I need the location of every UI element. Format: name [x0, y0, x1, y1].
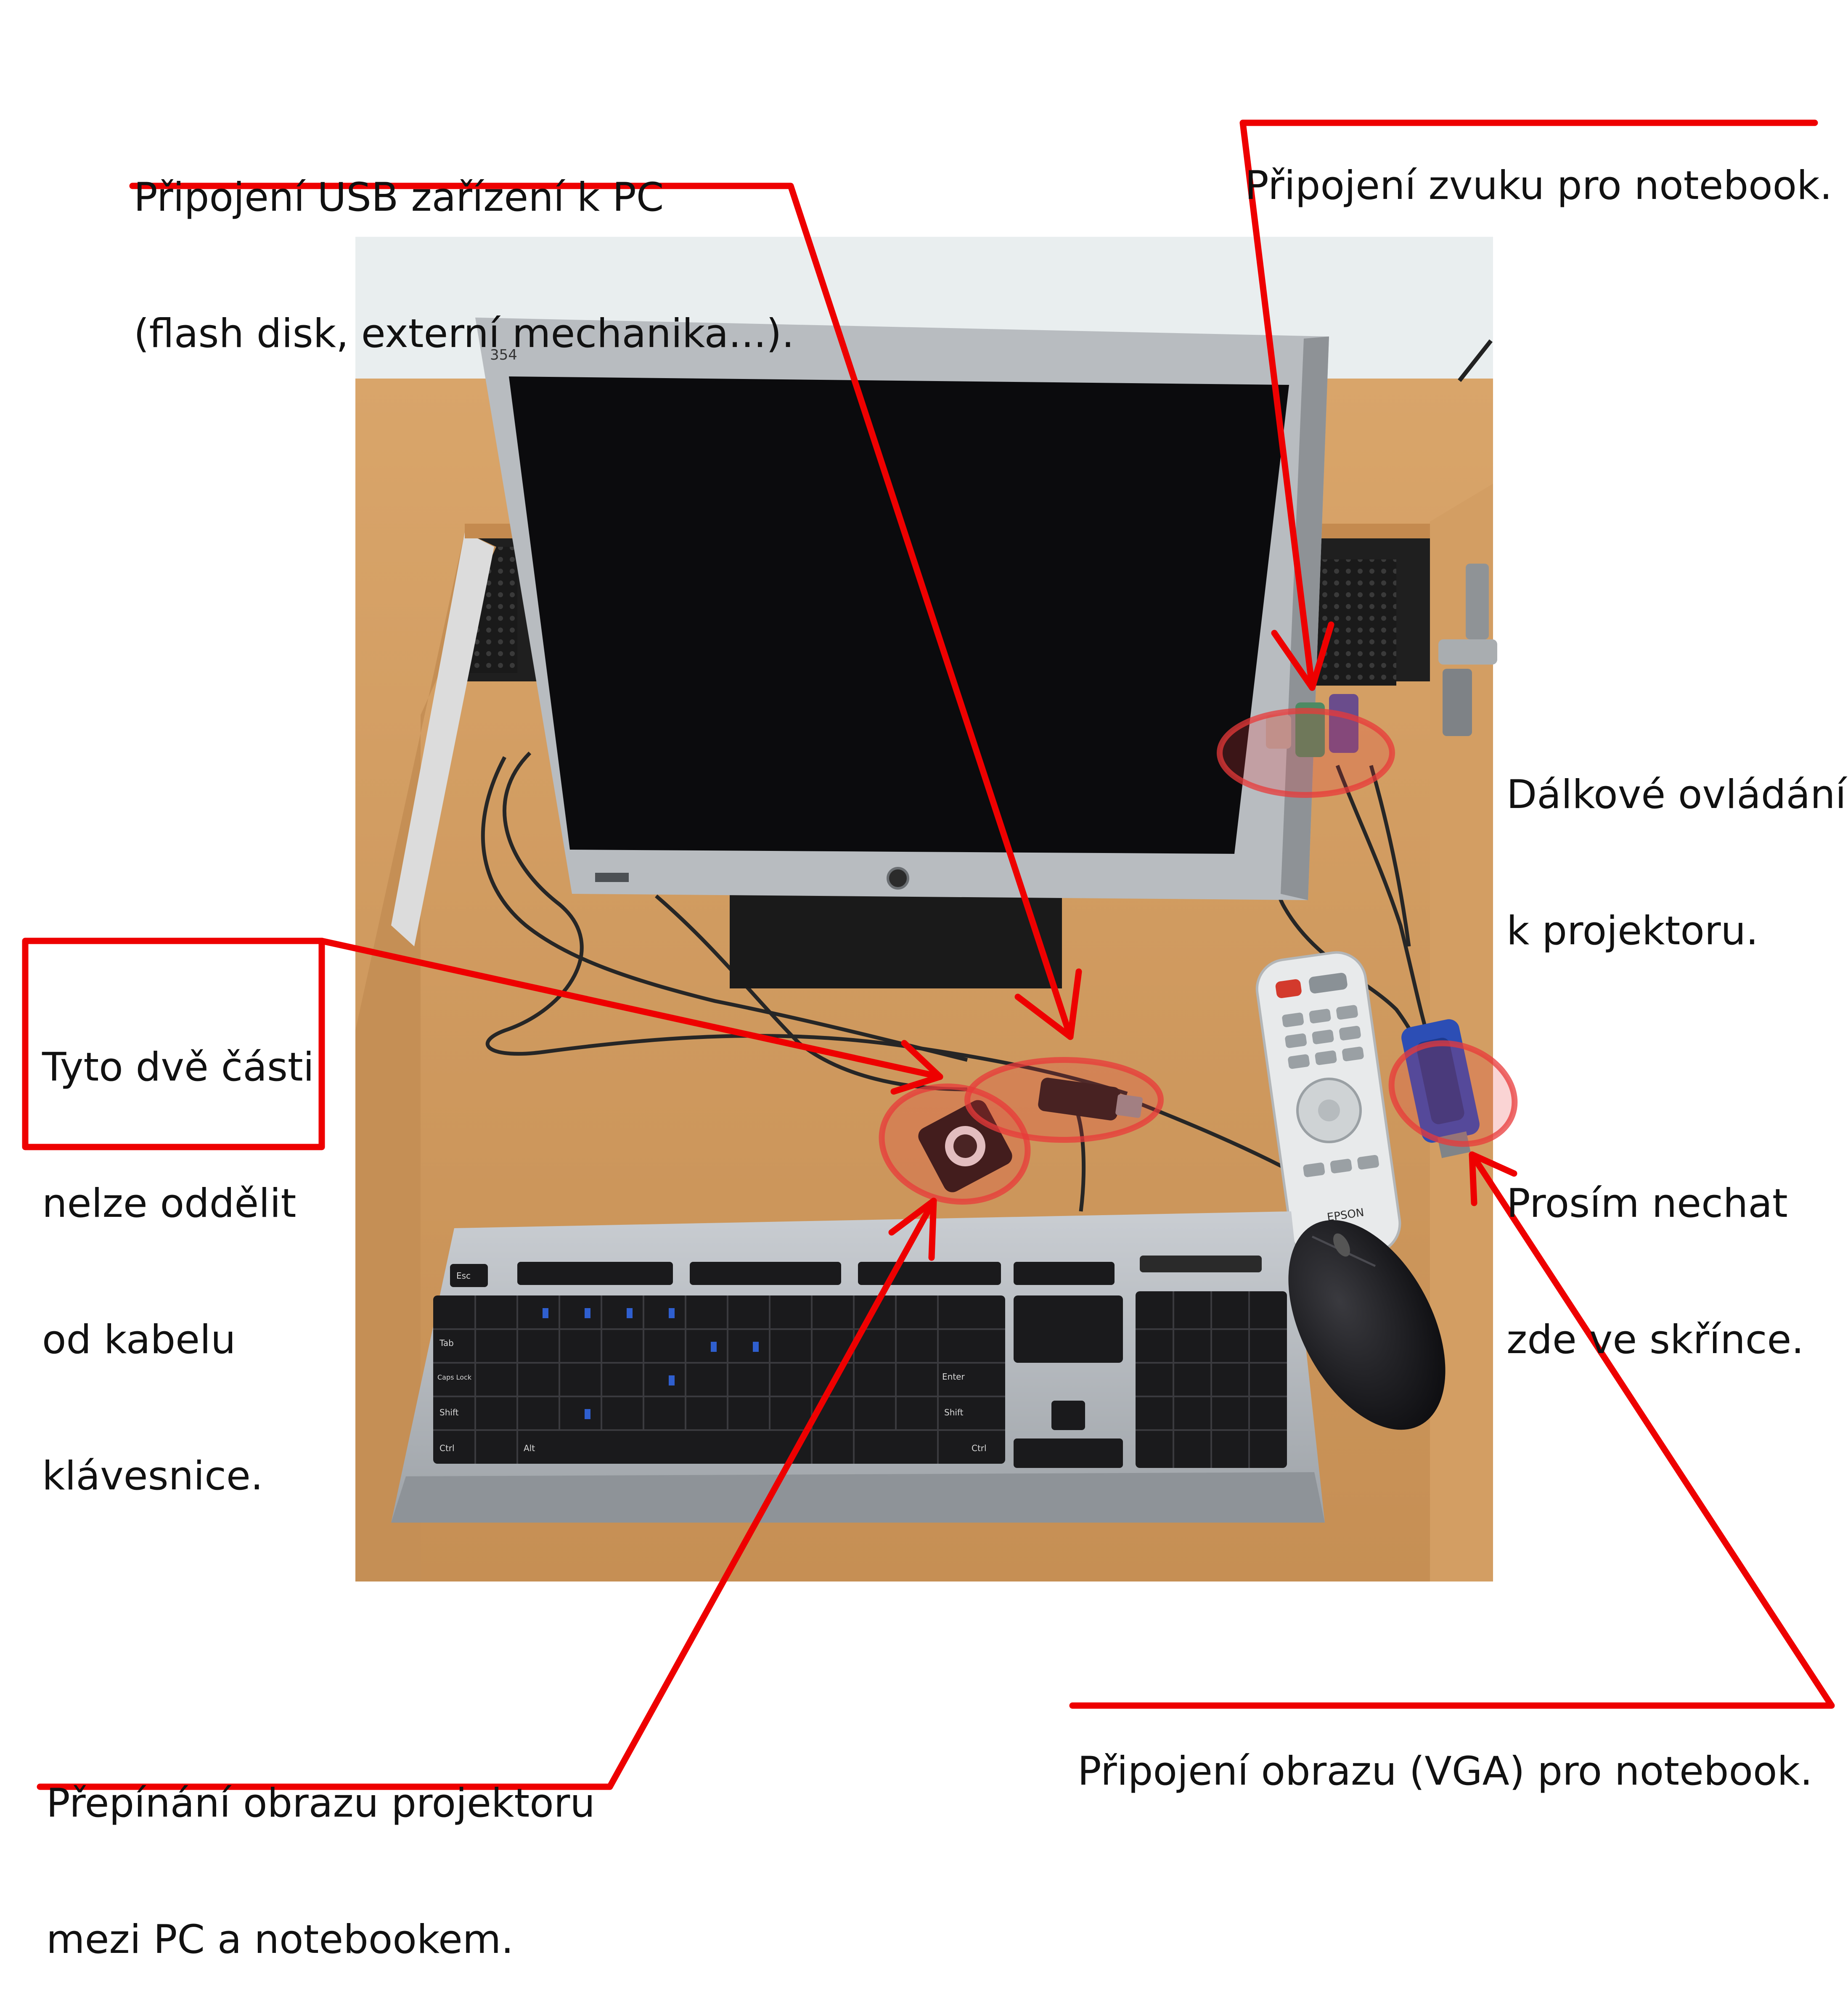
- projector-remote: EPSON: [1255, 951, 1401, 1261]
- leader-usb: [129, 183, 1074, 1040]
- door-latch: [1438, 564, 1497, 736]
- photo: 354 EPSON: [355, 237, 1497, 1581]
- key-shift-right: Shift: [944, 1407, 964, 1417]
- label-switch-line2: mezi PC a notebookem.: [46, 1917, 514, 1963]
- label-inseparable: Tyto dvě části nelze oddělit od kabelu k…: [42, 954, 314, 1544]
- arrowhead-usb: [1014, 968, 1082, 1040]
- label-inseparable-line1: Tyto dvě části: [42, 1044, 314, 1090]
- label-remote-line1: Dálkové ovládání: [1506, 772, 1846, 818]
- label-remote-gap: [1506, 1045, 1846, 1090]
- box-inseparable: [22, 938, 325, 1150]
- label-remote-line4: zde ve skřínce.: [1506, 1317, 1804, 1363]
- monitor-stand-base: [730, 892, 1062, 988]
- label-sound: Připojení zvuku pro notebook.: [1245, 72, 1832, 254]
- highlight-vga: [1388, 1040, 1518, 1147]
- monitor-screen: [509, 376, 1289, 854]
- label-switch-line1: Přepínání obrazu projektoru: [46, 1780, 595, 1826]
- leader-sound: [1239, 119, 1818, 691]
- key-caps: Caps Lock: [437, 1373, 472, 1381]
- cabinet-left-edge: [391, 532, 494, 946]
- arrowhead-sound: [1271, 621, 1334, 691]
- leader-vga: [1069, 1151, 1835, 1709]
- label-inseparable-line2: nelze oddělit: [42, 1181, 297, 1227]
- label-vga-line1: Připojení obrazu (VGA) pro notebook.: [1078, 1748, 1813, 1794]
- mouse: [1288, 1220, 1446, 1430]
- label-inseparable-line3: od kabelu: [42, 1317, 236, 1363]
- monitor-logo: [595, 873, 629, 882]
- leader-switch: [37, 1197, 937, 1790]
- arrowhead-inseparable: [890, 1040, 943, 1095]
- annotated-photo-diagram: 354 EPSON: [22, 119, 1835, 1790]
- monitor-power-button[interactable]: [887, 867, 909, 890]
- key-alt-left: Alt: [524, 1443, 535, 1453]
- highlight-switch: [879, 1083, 1031, 1205]
- key-ctrl-left: Ctrl: [439, 1443, 455, 1453]
- keyboard: Esc Tab Caps Lock Shift Ctrl Alt Enter S…: [391, 1211, 1325, 1523]
- key-shift-left: Shift: [439, 1407, 459, 1417]
- label-remote-line3: Prosím nechat: [1506, 1181, 1788, 1227]
- annotation-lines: [22, 119, 1835, 1790]
- cabinet-door: [1430, 484, 1493, 1581]
- label-usb-line2: (flash disk, externí mechanika...).: [134, 311, 794, 357]
- cabinet-left-wall: [355, 532, 496, 1581]
- label-sound-line1: Připojení zvuku pro notebook.: [1245, 163, 1832, 209]
- arrowhead-switch: [888, 1197, 937, 1261]
- label-inseparable-line4: klávesnice.: [42, 1453, 263, 1499]
- label-vga: Připojení obrazu (VGA) pro notebook.: [1078, 1658, 1813, 1840]
- leader-inseparable: [318, 938, 943, 1080]
- key-ctrl-right: Ctrl: [972, 1443, 987, 1453]
- key-esc: Esc: [456, 1271, 471, 1281]
- audio-jacks: [1266, 694, 1358, 757]
- key-tab: Tab: [439, 1338, 454, 1348]
- usb-extension-plug: [1038, 1078, 1143, 1121]
- wall-cable: [1458, 339, 1493, 382]
- highlights: [879, 708, 1518, 1205]
- label-usb: Připojení USB zařízení k PC (flash disk,…: [134, 84, 794, 402]
- arrowhead-vga: [1469, 1151, 1517, 1206]
- label-usb-line1: Připojení USB zařízení k PC: [134, 175, 664, 220]
- highlight-audio: [1217, 708, 1395, 798]
- label-switch: Přepínání obrazu projektoru mezi PC a no…: [46, 1690, 595, 2008]
- key-enter: Enter: [942, 1372, 965, 1382]
- label-remote-line2: k projektoru.: [1506, 908, 1758, 954]
- label-remote: Dálkové ovládání k projektoru. Prosím ne…: [1506, 681, 1846, 1408]
- vga-connector: [1401, 1019, 1480, 1158]
- monitor-asset-tag: 354: [490, 347, 517, 363]
